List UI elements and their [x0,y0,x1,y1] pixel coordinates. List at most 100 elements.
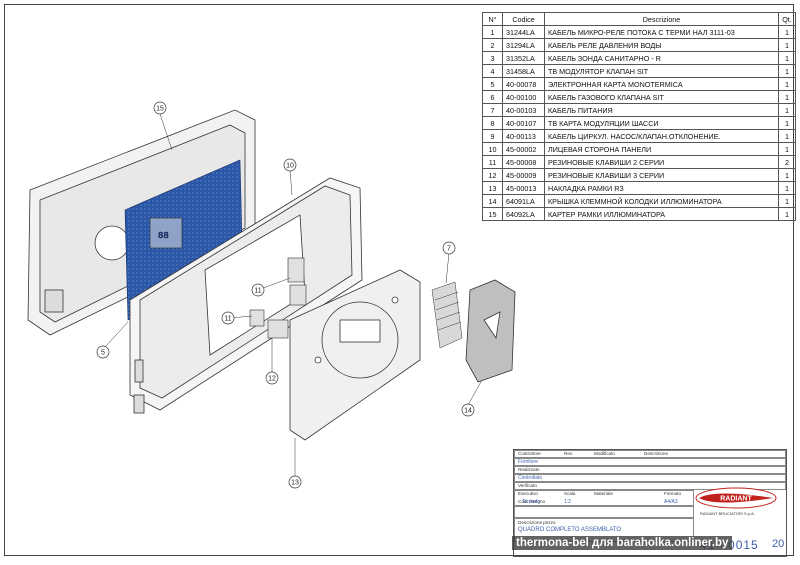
label-materiale: Materiale [594,491,613,496]
row-code: 45-00002 [502,142,545,156]
row-number: 11 [482,155,503,169]
label-realizzato: Realizzato [518,467,540,472]
row-description: КРЫШКА КЛЕММНОЙ КОЛОДКИ ИЛЛЮМИНАТОРА [544,194,779,208]
label-formato: Formato [664,491,682,496]
row-description: КАРТЕР РАМКИ ИЛЛЮМИНАТОРА [544,207,779,221]
row-qty: 1 [778,90,796,104]
electronic-board-part-5: 88 [124,159,243,321]
row-number: 1 [482,25,503,39]
row-number: 15 [482,207,503,221]
row-description: КАБЕЛЬ ЗОНДА САНИТАРНО - R [544,51,779,65]
row-description: КАБЕЛЬ РЕЛЕ ДАВЛЕНИЯ ВОДЫ [544,38,779,52]
row-number: 12 [482,168,503,182]
callout-15: 15 [156,106,164,113]
row-number: 6 [482,90,503,104]
label-modificato: Modificato [594,451,615,456]
row-code: 45-00009 [502,168,545,182]
row-description: ЛИЦЕВАЯ СТОРОНА ПАНЕЛИ [544,142,779,156]
row-code: 40-00100 [502,90,545,104]
row-qty: 1 [778,181,796,195]
frame-overlay-part-13 [289,269,421,441]
label-rev: Rev. [564,451,574,456]
row-code: 40-00078 [502,77,545,91]
callout-14: 14 [464,408,472,415]
row-number: 8 [482,116,503,130]
header-code: Codice [502,12,545,26]
row-code: 64092LA [502,207,545,221]
callout-11a: 11 [254,288,261,295]
row-number: 5 [482,77,503,91]
row-qty: 1 [778,168,796,182]
row-qty: 1 [778,64,796,78]
callout-12: 12 [268,376,276,383]
row-number: 9 [482,129,503,143]
row-code: 31458LA [502,64,545,78]
company-name: RADIANT [720,496,752,503]
radiant-logo: RADIANT [695,487,777,509]
row-number: 2 [482,38,503,52]
row-qty: 1 [778,194,796,208]
label-descrizione: Descrizione [644,451,668,456]
row-number: 3 [482,51,503,65]
row-number: 10 [482,142,503,156]
row-description: РЕЗИНОВЫЕ КЛАВИШИ 3 СЕРИИ [544,168,779,182]
header-qty: Qt. [778,12,796,26]
row-description: ЭЛЕКТРОННАЯ КАРТА MONOTERMICA [544,77,779,91]
row-code: 31352LA [502,51,545,65]
company-subtitle: RADIANT BRUCIATORI S.p.A. [700,511,755,516]
header-number: N° [482,12,503,26]
row-qty: 1 [778,116,796,130]
row-description: КАБЕЛЬ МИКРО-РЕЛЕ ПОТОКА С ТЕРМИ НАЛ 311… [544,25,779,39]
row-description: ТВ МОДУЛЯТОР КЛАПАН SIT [544,64,779,78]
callout-11-marker-b [221,311,235,325]
title-block: Costruttore Rev. Modificato Descrizione … [513,449,787,557]
row-qty: 1 [778,103,796,117]
value-formato: A4/A3 [664,499,678,505]
svg-text:88: 88 [158,231,169,241]
terminal-block-part-7 [431,281,463,349]
terminal-cover-part-14 [465,279,516,383]
row-qty: 1 [778,129,796,143]
value-fornitore: Fornitore [518,459,539,465]
row-code: 45-00008 [502,155,545,169]
watermark: thermona-bel для baraholka.onliner.by [512,536,733,550]
sheet-number: 20 [772,538,785,550]
value-tornado: Tornado [522,499,541,505]
table-header-row: N° Codice Descrizione Qt. [482,12,796,26]
callout-7: 7 [447,246,451,253]
row-qty: 1 [778,51,796,65]
label-verificato: Verificato [518,483,537,488]
row-code: 40-00113 [502,129,545,143]
row-number: 13 [482,181,503,195]
label-scala: Scala [564,491,576,496]
callout-13: 13 [291,480,299,487]
callout-14-marker [461,403,475,417]
description-label: Descrizione pezzo [518,520,556,525]
row-description: КАБЕЛЬ ПИТАНИЯ [544,103,779,117]
callout-7-marker [442,241,456,255]
row-description: РЕЗИНОВЫЕ КЛАВИШИ 2 СЕРИИ [544,155,779,169]
row-number: 4 [482,64,503,78]
row-code: 31294LA [502,38,545,52]
rubber-keys-part-11-12 [249,257,307,339]
row-code: 45-00013 [502,181,545,195]
row-code: 40-00107 [502,116,545,130]
row-description: НАКЛАДКА РАМКИ RЗ [544,181,779,195]
row-code: 31244LA [502,25,545,39]
title-block-header-row [514,450,786,458]
callout-10-marker [283,158,297,172]
value-controllato: Controllato [518,475,543,481]
